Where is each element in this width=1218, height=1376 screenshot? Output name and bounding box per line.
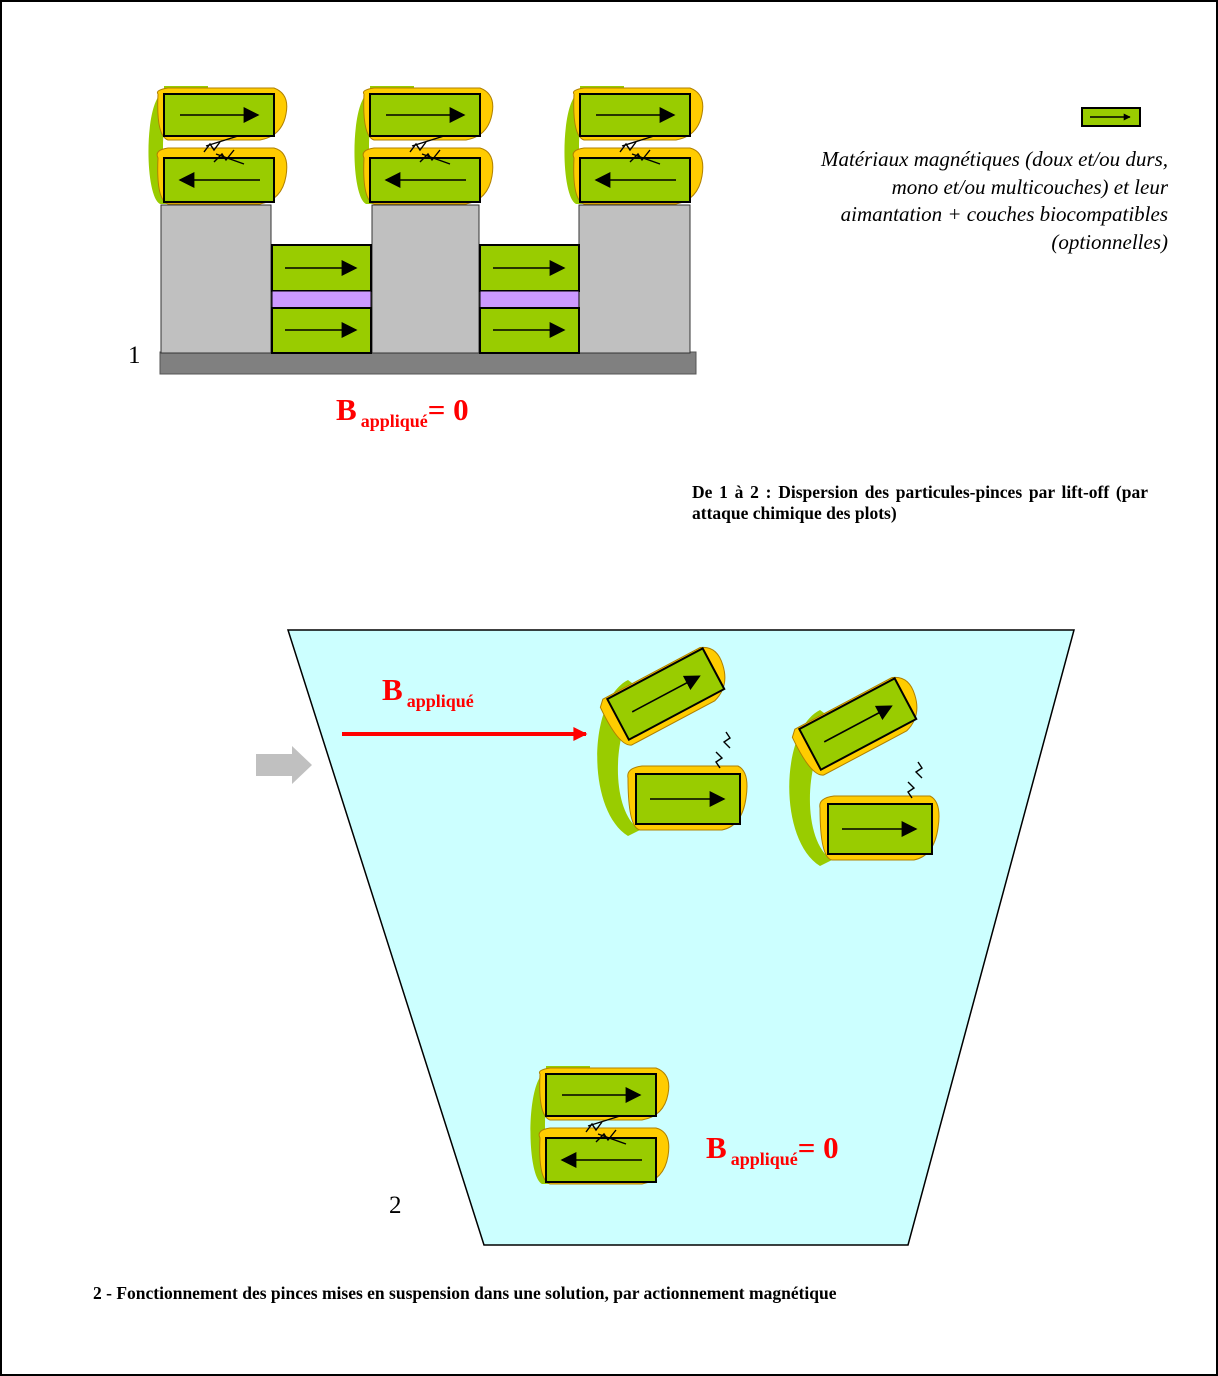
substrate xyxy=(159,351,697,375)
field-symbol: B xyxy=(382,672,403,707)
pincer-closed-3 xyxy=(564,86,702,204)
field-subscript: appliqué xyxy=(730,1149,798,1169)
field-value: = 0 xyxy=(427,392,469,427)
step1-field-label: B appliqué= 0 xyxy=(336,392,469,431)
field-subscript: appliqué xyxy=(360,411,428,431)
step2-field-zero-label: B appliqué= 0 xyxy=(706,1130,839,1169)
step2-field-applied-label: B appliqué xyxy=(382,672,474,711)
solution-container xyxy=(286,629,1075,1246)
field-value: = 0 xyxy=(797,1130,839,1165)
step1-number: 1 xyxy=(128,342,141,369)
legend-description: Matériaux magnétiques (doux et/ou durs, … xyxy=(820,147,1168,254)
pincer-closed-2 xyxy=(354,86,492,204)
field-symbol: B xyxy=(706,1130,727,1165)
pincer-closed-1 xyxy=(148,86,286,204)
pillar-right xyxy=(578,204,691,354)
bottom-stack-left xyxy=(271,244,372,354)
field-symbol: B xyxy=(336,392,357,427)
process-arrow xyxy=(256,746,312,784)
step1-fabrication-diagram xyxy=(148,86,702,375)
field-subscript: appliqué xyxy=(406,691,474,711)
pillar-middle xyxy=(371,204,480,354)
step2-number: 2 xyxy=(389,1192,402,1219)
transition-note: De 1 à 2 : Dispersion des particules-pin… xyxy=(692,482,1148,523)
pillar-left xyxy=(160,204,272,354)
figure-caption: 2 - Fonctionnement des pinces mises en s… xyxy=(93,1283,837,1303)
legend-swatch xyxy=(1081,107,1141,127)
bottom-stack-right xyxy=(479,244,580,354)
